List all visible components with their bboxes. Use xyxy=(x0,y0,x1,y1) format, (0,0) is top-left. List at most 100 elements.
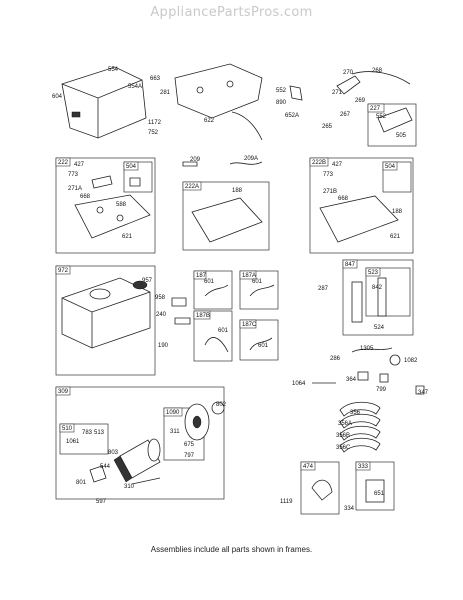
part-number-label: 356A xyxy=(338,421,352,427)
control-bracket-drawing xyxy=(174,63,263,119)
part-number-label: 552 xyxy=(276,88,287,94)
starter-drive-drawing xyxy=(89,465,107,483)
fuel-line-187A-drawing xyxy=(249,284,275,297)
frame-tab-label: 222A xyxy=(185,184,199,190)
frame-333 xyxy=(355,461,395,511)
part-number-label: 588 xyxy=(116,202,127,208)
part-number-label: 601 xyxy=(252,279,263,285)
frame-tab-label: 222 xyxy=(58,160,69,166)
ignition-coil-drawings xyxy=(339,401,381,453)
part-number-label: 554 xyxy=(108,67,119,73)
part-number-label: 271B xyxy=(323,189,337,195)
frame-523 xyxy=(365,267,411,317)
part-number-label: 652A xyxy=(285,113,299,119)
part-number-label: 1305 xyxy=(360,346,374,352)
frame-tab-label: 474 xyxy=(303,464,314,470)
frame-tab-label: 309 xyxy=(58,389,69,395)
fuel-line-187B-drawing xyxy=(204,337,229,353)
frame-847 xyxy=(342,259,414,336)
lever-drawing xyxy=(336,75,361,95)
rectifier-drawing xyxy=(311,479,333,501)
part-number-label: 1119 xyxy=(280,499,293,505)
part-number-label: 524 xyxy=(374,325,385,331)
frame-309 xyxy=(55,386,225,500)
part-number-label: 271 xyxy=(332,90,343,96)
frame-187C xyxy=(239,319,279,361)
control-plate-222A-drawing xyxy=(191,197,263,243)
part-number-label: 783 xyxy=(82,430,93,436)
fuel-valve-drawing xyxy=(171,297,187,307)
dipstick-drawing xyxy=(377,277,387,317)
fuel-tank-drawing xyxy=(61,277,151,349)
frame-tab-label: 504 xyxy=(385,164,396,170)
part-number-label: 621 xyxy=(122,234,133,240)
frame-tab-label: 847 xyxy=(345,262,356,268)
part-number-label: 1082 xyxy=(404,358,418,364)
part-number-label: 347 xyxy=(418,390,429,396)
frame-tab-label: 187A xyxy=(242,273,256,279)
part-number-label: 544 xyxy=(100,464,111,470)
frame-tab-label: 1090 xyxy=(166,410,180,416)
part-number-label: 286 xyxy=(330,356,341,362)
starter-gear-drawing xyxy=(211,401,225,415)
part-number-label: 604 xyxy=(52,94,63,100)
part-number-label: 356B xyxy=(336,433,350,439)
part-number-label: 890 xyxy=(276,100,287,106)
frame-222 xyxy=(55,157,156,254)
spring-drawing xyxy=(229,161,263,165)
part-number-label: 622 xyxy=(204,118,215,124)
frame-474 xyxy=(300,461,340,515)
part-number-label: 364 xyxy=(346,377,357,383)
watermark: AppliancePartsPros.com xyxy=(150,5,313,20)
part-number-label: 773 xyxy=(68,172,79,178)
part-number-label: 427 xyxy=(74,162,85,168)
part-number-label: 505 xyxy=(396,133,407,139)
part-number-label: 663 xyxy=(150,76,161,82)
frame-tab-label: 187C xyxy=(242,322,257,328)
part-number-label: 188 xyxy=(232,188,243,194)
part-1082-drawing xyxy=(389,354,401,366)
part-number-label: 958 xyxy=(155,295,166,301)
part-number-label: 957 xyxy=(142,278,153,284)
frame-tab-label: 333 xyxy=(358,464,369,470)
frame-tab-label: 504 xyxy=(126,164,137,170)
starter-end-cap-drawing xyxy=(184,403,210,441)
frame-tab-label: 227 xyxy=(370,106,381,112)
blower-housing-drawing xyxy=(61,66,147,139)
part-number-label: 675 xyxy=(184,442,195,448)
fuel-line-187-drawing xyxy=(204,284,229,297)
part-number-label: 271A xyxy=(68,186,82,192)
armature-drawing xyxy=(365,479,385,503)
part-number-label: 668 xyxy=(80,194,91,200)
part-number-label: 597 xyxy=(96,499,107,505)
part-number-label: 799 xyxy=(376,387,387,393)
part-number-label: 240 xyxy=(156,312,167,318)
part-347-drawing xyxy=(415,385,425,395)
spring-link-drawing xyxy=(351,71,411,85)
part-number-label: 1064 xyxy=(292,381,306,387)
part-number-label: 801 xyxy=(76,480,87,486)
part-number-label: 268 xyxy=(372,68,383,74)
part-1305-drawing xyxy=(351,347,393,353)
screw-drawing xyxy=(289,85,303,101)
part-number-label: 311 xyxy=(170,429,180,435)
part-number-label: 190 xyxy=(158,343,169,349)
part-number-label: 773 xyxy=(323,172,334,178)
part-number-label: 752 xyxy=(148,130,159,136)
part-number-label: 802 xyxy=(216,402,227,408)
frame-tab-label: 222B xyxy=(312,160,326,166)
part-799-drawing xyxy=(379,373,389,383)
assemblies-note: Assemblies include all parts shown in fr… xyxy=(150,545,313,554)
part-number-label: 209 xyxy=(190,157,201,163)
part-number-label: 842 xyxy=(372,285,383,291)
governor-lever-drawing xyxy=(377,107,413,133)
control-plate-222-drawing xyxy=(74,175,151,239)
part-number-label: 621 xyxy=(390,234,401,240)
frame-510 xyxy=(59,423,109,455)
ground-wire-drawing xyxy=(231,111,263,141)
frame-tab-label: 510 xyxy=(62,426,73,432)
part-number-label: 265 xyxy=(322,124,333,130)
